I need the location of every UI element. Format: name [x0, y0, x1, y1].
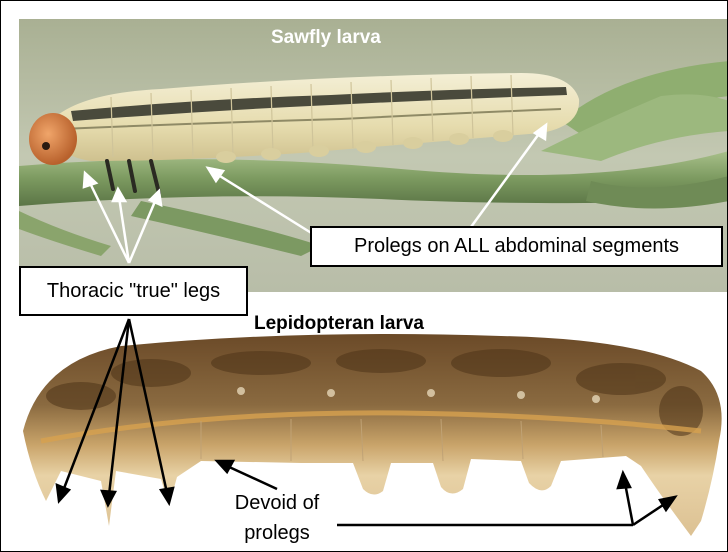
sawfly-larva-title: Sawfly larva	[271, 27, 381, 49]
lepidopteran-larva-title: Lepidopteran larva	[254, 313, 424, 335]
devoid-of-prolegs-label: Devoid of prolegs	[227, 488, 327, 548]
thoracic-legs-label: Thoracic "true" legs	[19, 266, 248, 316]
prolegs-all-segments-label: Prolegs on ALL abdominal segments	[310, 226, 723, 267]
lepidopteran-larva	[23, 334, 722, 536]
devoid-line-1: Devoid of	[227, 488, 327, 518]
sawfly-head	[29, 113, 77, 165]
devoid-line-2: prolegs	[227, 518, 327, 548]
